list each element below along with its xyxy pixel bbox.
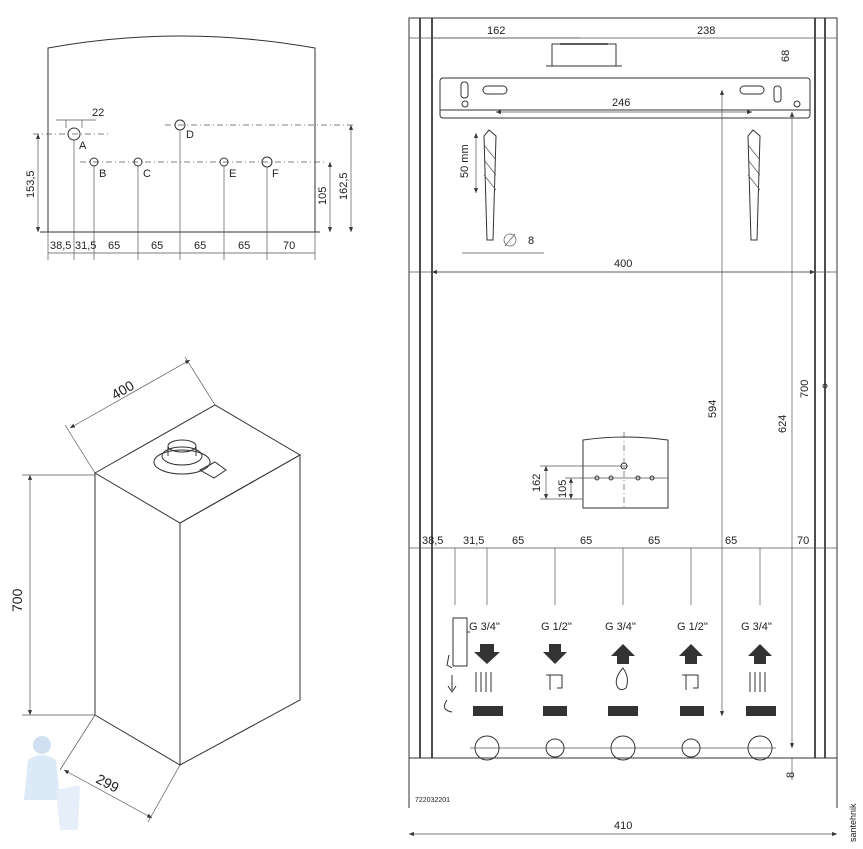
label-a: A [79, 140, 87, 152]
connection-label-2: G 1/2" [541, 621, 572, 633]
bottom-dim-5: 65 [648, 535, 660, 547]
bottom-dim-4: 65 [580, 535, 592, 547]
bottom-dim-2: 31,5 [463, 535, 484, 547]
arrow-up-icon [748, 644, 772, 664]
front-view-drawing: 162 238 68 246 50 mm 8 [408, 17, 838, 837]
detail-bottom-dim-3: 65 [108, 240, 120, 252]
connection-label-3: G 3/4" [605, 621, 636, 633]
bottom-dim-7: 70 [797, 535, 809, 547]
watermark-text: santehnik [848, 803, 858, 842]
dim-153-5: 153,5 [25, 170, 37, 198]
inner-dim-105: 105 [557, 480, 569, 498]
iso-depth-299: 299 [94, 771, 122, 796]
arrow-up-icon [611, 644, 635, 664]
connection-label-1: G 3/4" [469, 621, 500, 633]
dim-8: 8 [785, 772, 797, 778]
radiator-icon [749, 672, 766, 692]
dim-594: 594 [707, 400, 719, 418]
dim-162-5: 162,5 [338, 172, 350, 200]
dim-246: 246 [612, 97, 630, 109]
label-d: D [186, 129, 194, 141]
dim-400: 400 [614, 258, 632, 270]
iso-height-700: 700 [9, 588, 25, 612]
drill-diameter-label: 8 [528, 235, 534, 247]
detail-bottom-dim-6: 65 [238, 240, 250, 252]
arrow-down-icon [543, 644, 567, 664]
plumber-watermark-logo [24, 736, 80, 830]
dim-700: 700 [799, 380, 811, 398]
drill-depth-label: 50 mm [459, 144, 471, 178]
detail-bottom-dim-7: 70 [283, 240, 295, 252]
detail-bottom-dim-1: 38,5 [50, 240, 71, 252]
iso-width-400: 400 [109, 377, 137, 403]
inner-dim-162: 162 [531, 474, 543, 492]
isometric-boiler: 400 700 299 [9, 356, 301, 823]
label-c: C [143, 168, 151, 180]
detail-bottom-dim-4: 65 [151, 240, 163, 252]
bottom-dim-1: 38,5 [422, 535, 443, 547]
drill-bit-right [747, 129, 761, 241]
arrow-up-icon [679, 644, 703, 664]
drawing-code: 722032201 [415, 797, 450, 804]
drain-arrow-icon [447, 675, 457, 693]
flame-icon [615, 667, 628, 691]
safety-valve [446, 617, 470, 669]
connection-label-4: G 1/2" [677, 621, 708, 633]
tap-icon [682, 674, 699, 690]
dim-105: 105 [317, 187, 329, 205]
bottom-dim-6: 65 [725, 535, 737, 547]
tap-icon [546, 674, 563, 690]
dim-624: 624 [777, 415, 789, 433]
drill-bit-left [483, 129, 497, 241]
label-b: B [99, 168, 106, 180]
pipe-connection-detail: 22 153,5 105 162,5 A B C D E F 38,5 31,5… [25, 35, 355, 260]
top-dim-162: 162 [487, 25, 505, 37]
radiator-icon [475, 672, 492, 692]
label-e: E [229, 168, 236, 180]
top-dim-238: 238 [697, 25, 715, 37]
detail-bottom-dim-5: 65 [194, 240, 206, 252]
detail-bottom-dim-2: 31,5 [75, 240, 96, 252]
total-width-410: 410 [614, 820, 632, 832]
bottom-dim-3: 65 [512, 535, 524, 547]
connection-label-5: G 3/4" [741, 621, 772, 633]
dim-68: 68 [780, 50, 792, 62]
arrow-down-icon [474, 644, 500, 664]
dim-22: 22 [92, 107, 104, 119]
label-f: F [272, 168, 279, 180]
